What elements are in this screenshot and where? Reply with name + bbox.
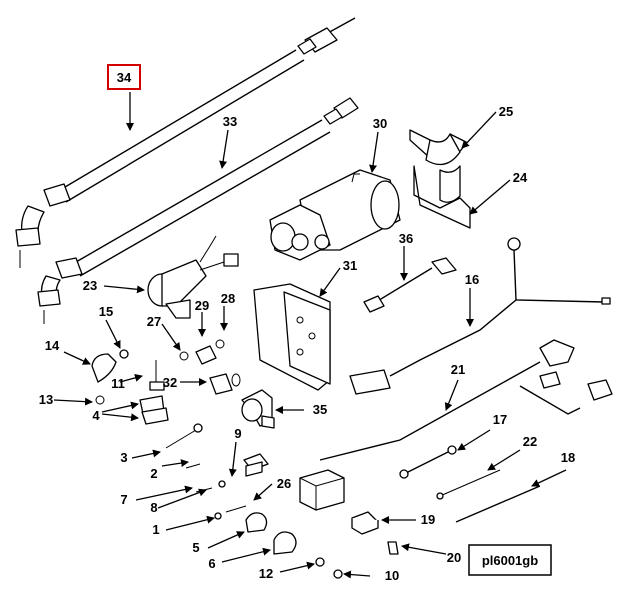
callout-12[interactable]: 12 [259,566,273,581]
callout-25[interactable]: 25 [499,104,513,119]
bracket-20 [387,541,399,555]
callout-8[interactable]: 8 [150,500,157,515]
bracket-24 [413,165,471,229]
callout-23[interactable]: 23 [83,278,97,293]
leader-arrows [53,92,567,579]
drawing-id: pl6001gb [482,553,538,568]
callout-16[interactable]: 16 [465,272,479,287]
fitting-35 [241,389,275,429]
callout-33[interactable]: 33 [223,114,237,129]
solenoid-23 [147,235,239,319]
bracket-25 [409,129,467,166]
callout-3[interactable]: 3 [120,450,127,465]
callout-10[interactable]: 10 [385,568,399,583]
connector-9 [243,453,269,477]
box-26 [299,469,345,511]
callout-4[interactable]: 4 [92,408,100,423]
highlight-box [107,64,141,90]
callout-31[interactable]: 31 [343,258,357,273]
callout-6[interactable]: 6 [208,556,215,571]
callout-15[interactable]: 15 [99,304,113,319]
callout-36[interactable]: 36 [399,231,413,246]
callout-20[interactable]: 20 [447,550,461,565]
rod-17 [399,445,457,479]
callout-32[interactable]: 32 [163,375,177,390]
callout-35[interactable]: 35 [313,402,327,417]
callout-27[interactable]: 27 [147,314,161,329]
callout-2[interactable]: 2 [150,466,157,481]
wire-harness-16 [349,237,611,395]
rod-22 [436,469,501,500]
callout-17[interactable]: 17 [493,412,507,427]
callout-30[interactable]: 30 [373,116,387,131]
nut-10 [333,569,343,579]
callout-34[interactable]: 34 [117,70,132,85]
connector-19 [351,511,379,535]
callout-14[interactable]: 14 [45,338,60,353]
clamp-6 [273,531,297,555]
callout-11[interactable]: 11 [111,376,125,391]
plate-31 [253,283,331,391]
bracket-4 [139,395,169,425]
callout-24[interactable]: 24 [513,170,528,185]
callout-9[interactable]: 9 [234,426,241,441]
drawing-id-box [468,544,552,576]
rod-18 [455,485,541,523]
harness-36 [363,257,457,313]
callout-13[interactable]: 13 [39,392,53,407]
fasteners [165,423,247,520]
callout-21[interactable]: 21 [451,362,465,377]
hose-33 [37,97,359,324]
callout-22[interactable]: 22 [523,434,537,449]
callout-28[interactable]: 28 [221,291,235,306]
motor-30 [269,169,401,261]
callout-1[interactable]: 1 [152,522,159,537]
small-parts-cluster [91,339,241,405]
callout-18[interactable]: 18 [561,450,575,465]
connector-21 [319,339,613,461]
nut-12 [315,557,325,567]
callout-7[interactable]: 7 [120,492,127,507]
callout-29[interactable]: 29 [195,298,209,313]
callout-26[interactable]: 26 [277,476,291,491]
clamp-5 [245,512,268,533]
callout-5[interactable]: 5 [192,540,199,555]
hose-34 [15,17,356,268]
callout-19[interactable]: 19 [421,512,435,527]
